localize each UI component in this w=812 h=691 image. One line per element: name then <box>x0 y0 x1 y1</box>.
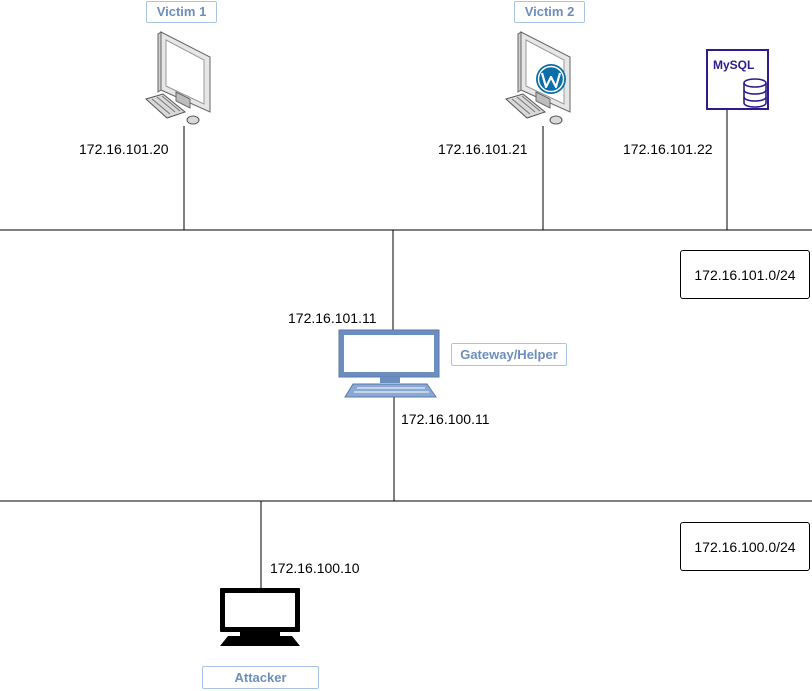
lower-subnet-box: 172.16.100.0/24 <box>680 522 810 571</box>
wordpress-logo-icon <box>536 64 566 94</box>
desktop-computer-icon <box>145 31 211 125</box>
upper-subnet-box: 172.16.101.0/24 <box>680 250 810 299</box>
wordpress-computer-icon <box>505 31 571 125</box>
laptop-icon <box>220 588 300 646</box>
upper-subnet-label: 172.16.101.0/24 <box>694 266 796 283</box>
victim2-ip: 172.16.101.21 <box>438 141 528 157</box>
victim2-tag: Victim 2 <box>514 1 585 23</box>
workstation-icon <box>338 329 440 398</box>
victim1-tag: Victim 1 <box>146 1 217 23</box>
gateway-upper-ip: 172.16.101.11 <box>288 310 377 326</box>
lower-subnet-label: 172.16.100.0/24 <box>694 538 796 555</box>
gateway-lower-ip: 172.16.100.11 <box>401 411 490 427</box>
victim1-ip: 172.16.101.20 <box>79 141 169 157</box>
attacker-tag: Attacker <box>202 666 319 689</box>
mysql-ip: 172.16.101.22 <box>623 141 713 157</box>
mysql-label: MySQL <box>713 58 755 72</box>
attacker-ip: 172.16.100.10 <box>270 560 360 576</box>
gateway-tag: Gateway/Helper <box>451 343 567 366</box>
mysql-database-icon <box>706 49 769 110</box>
